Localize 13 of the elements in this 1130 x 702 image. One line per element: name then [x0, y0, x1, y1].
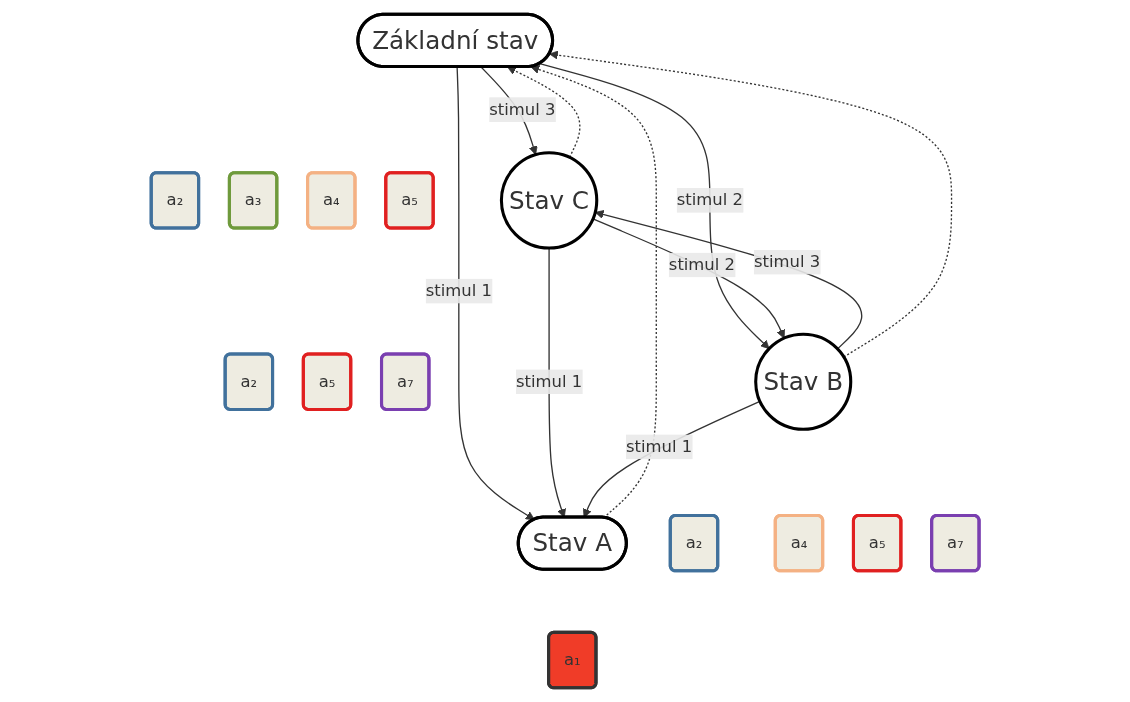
- edge-label: stimul 1: [425, 280, 492, 301]
- edge-label: stimul 3: [753, 252, 820, 272]
- edge-label: stimul 1: [515, 371, 583, 391]
- arrow: [594, 210, 863, 350]
- node-circle: Stav C: [499, 151, 599, 250]
- edge-label: stimul 2: [676, 190, 743, 210]
- edge-label: stimul 3: [489, 99, 556, 119]
- arrow: [456, 66, 535, 521]
- node-circle: Stav B: [754, 332, 853, 431]
- edge-label: stimul 1: [625, 436, 692, 457]
- arrow: [549, 50, 953, 358]
- edge-label: stimul 2: [668, 254, 735, 275]
- arrow: [538, 63, 770, 350]
